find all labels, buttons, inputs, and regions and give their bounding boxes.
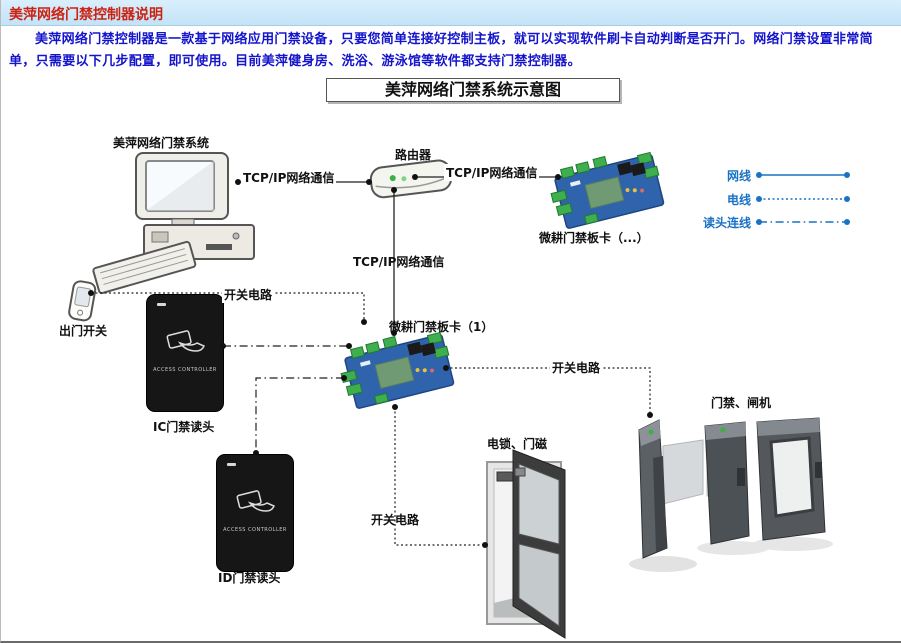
reader-device-text: ACCESS CONTROLLER <box>223 527 287 533</box>
computer-icon <box>92 152 255 295</box>
card-hand-icon <box>166 330 205 352</box>
door-label: 电锁、门磁 <box>487 437 548 451</box>
switch-circuit-label: 开关电路 <box>222 286 275 303</box>
diagram-title: 美萍网络门禁系统示意图 <box>326 78 620 102</box>
ic-reader-label: IC门禁读头 <box>153 420 215 434</box>
tcpip-label: TCP/IP网络通信 <box>241 169 337 186</box>
legend-item-power: 电线 <box>726 193 751 207</box>
tcpip-label: TCP/IP网络通信 <box>444 164 540 181</box>
header-bar: 美萍网络门禁控制器说明 <box>1 0 901 26</box>
switch-circuit-label: 开关电路 <box>550 359 603 376</box>
exit-switch-label: 出门开关 <box>59 324 108 338</box>
legend-item-reader: 读头连线 <box>702 216 751 230</box>
router-label: 路由器 <box>395 148 432 162</box>
switch-circuit-label: 开关电路 <box>371 513 420 527</box>
router-icon <box>369 159 453 199</box>
page-title: 美萍网络门禁控制器说明 <box>9 7 163 23</box>
legend-item-network: 网线 <box>726 169 751 183</box>
id-reader-label: ID门禁读头 <box>218 571 281 585</box>
ic-reader-icon: ACCESS CONTROLLER <box>146 294 224 412</box>
legend-endpoint <box>756 172 850 225</box>
card-hand-icon <box>236 490 275 512</box>
tcpip-label: TCP/IP网络通信 <box>353 255 445 269</box>
reader-led <box>227 463 236 466</box>
turnstile-icon <box>629 417 833 572</box>
access-board-icon <box>340 331 455 409</box>
access-board-icon <box>550 151 665 229</box>
intro-paragraph: 美萍网络门禁控制器是一款基于网络应用门禁设备，只要您简单连接好控制主板，就可以实… <box>9 32 873 69</box>
turnstile-label: 门禁、闸机 <box>711 396 772 410</box>
exit-switch-icon <box>68 280 97 322</box>
board-multi-label: 微耕门禁板卡（...） <box>539 231 649 245</box>
computer-label: 美萍网络门禁系统 <box>113 136 210 150</box>
reader-device-text: ACCESS CONTROLLER <box>153 367 217 373</box>
board-one-label: 微耕门禁板卡（1） <box>389 320 494 334</box>
reader-line <box>223 345 349 453</box>
reader-led <box>157 303 166 306</box>
id-reader-icon: ACCESS CONTROLLER <box>216 454 294 572</box>
door-icon <box>486 449 566 639</box>
